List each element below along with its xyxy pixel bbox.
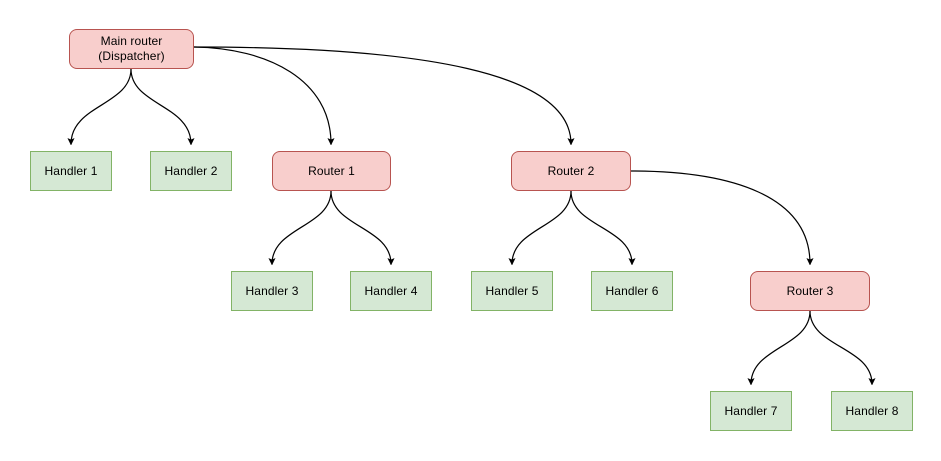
node-handler-4[interactable]: Handler 4 — [350, 271, 432, 311]
connector-main-router-to-handler-1 — [71, 68, 132, 144]
node-label: Router 2 — [547, 163, 595, 178]
connector-router-2-to-router-3 — [630, 170, 810, 264]
connector-router-1-to-handler-3 — [272, 190, 332, 264]
connector-router-3-to-handler-8 — [809, 310, 872, 384]
node-label: Handler 3 — [245, 283, 299, 298]
node-label: Handler 5 — [485, 283, 539, 298]
node-label: Handler 8 — [845, 403, 899, 418]
node-handler-5[interactable]: Handler 5 — [471, 271, 553, 311]
connector-router-2-to-handler-5 — [512, 190, 572, 264]
node-handler-2[interactable]: Handler 2 — [150, 151, 232, 191]
node-label: Handler 4 — [364, 283, 418, 298]
node-main-router[interactable]: Main router (Dispatcher) — [69, 29, 194, 69]
connector-router-1-to-handler-4 — [330, 190, 391, 264]
node-label: Handler 1 — [44, 163, 98, 178]
connector-router-3-to-handler-7 — [751, 310, 811, 384]
node-handler-3[interactable]: Handler 3 — [231, 271, 313, 311]
node-handler-1[interactable]: Handler 1 — [30, 151, 112, 191]
node-router-1[interactable]: Router 1 — [272, 151, 391, 191]
connector-main-router-to-handler-2 — [130, 68, 191, 144]
node-label: Handler 2 — [164, 163, 218, 178]
node-router-2[interactable]: Router 2 — [511, 151, 631, 191]
connector-main-router-to-router-1 — [193, 46, 331, 144]
node-label: Router 1 — [308, 163, 355, 178]
node-label: Main router (Dispatcher) — [98, 34, 165, 63]
node-label: Handler 6 — [605, 283, 659, 298]
node-handler-7[interactable]: Handler 7 — [710, 391, 792, 431]
node-handler-6[interactable]: Handler 6 — [591, 271, 673, 311]
node-handler-8[interactable]: Handler 8 — [831, 391, 913, 431]
node-label: Handler 7 — [724, 403, 778, 418]
node-label: Router 3 — [786, 283, 834, 298]
node-router-3[interactable]: Router 3 — [750, 271, 870, 311]
edge-paths — [71, 46, 872, 384]
connector-main-router-to-router-2 — [193, 46, 571, 144]
connector-router-2-to-handler-6 — [570, 190, 632, 264]
